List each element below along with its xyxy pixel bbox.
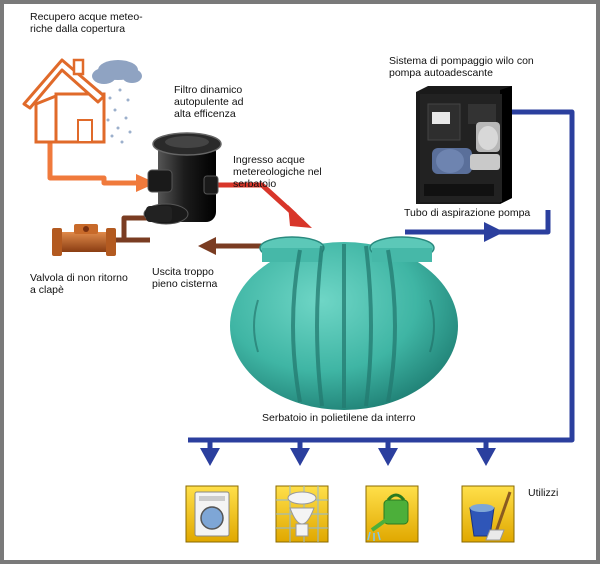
inlet-arrow-icon (288, 205, 312, 228)
dynamic-filter-label: Filtro dinamico autopulente ad alta effi… (174, 84, 244, 120)
tank-icon (230, 236, 458, 410)
suction-arrow-icon (484, 222, 504, 242)
outlet-arrow-3-icon (378, 448, 398, 466)
tank-label: Serbatoio in polietilene da interro (262, 412, 416, 424)
watering-can-icon (365, 485, 419, 543)
rain-pipe (47, 125, 138, 186)
rain-pipe-arrow-icon (136, 174, 156, 192)
suction-pipe-label: Tubo di aspirazione pompa (404, 207, 531, 219)
toilet-icon (275, 485, 329, 543)
uses-label: Utilizzi (528, 487, 559, 499)
pump-system-label: Sistema di pompaggio wilo con pompa auto… (389, 55, 534, 79)
overflow-pipe (112, 215, 262, 249)
inlet-label: Ingresso acque metereologiche nel serbat… (233, 154, 322, 190)
roof-collection-label: Recupero acque meteo- riche dalla copert… (30, 11, 143, 35)
overflow-arrow-icon (198, 237, 216, 255)
outlet-arrow-1-icon (200, 448, 220, 466)
washing-machine-icon (185, 485, 239, 543)
outlet-arrow-2-icon (290, 448, 310, 466)
check-valve-label: Valvola di non ritorno a clapè (30, 272, 128, 296)
filter-icon (143, 132, 222, 225)
inlet-pipe (205, 182, 297, 217)
house-with-rain-icon (22, 58, 142, 144)
overflow-label: Uscita troppo pieno cisterna (152, 266, 218, 290)
check-valve-icon (52, 224, 116, 256)
outlet-arrow-4-icon (476, 448, 496, 466)
bucket-mop-icon (461, 485, 515, 543)
pump-unit-icon (416, 86, 512, 204)
